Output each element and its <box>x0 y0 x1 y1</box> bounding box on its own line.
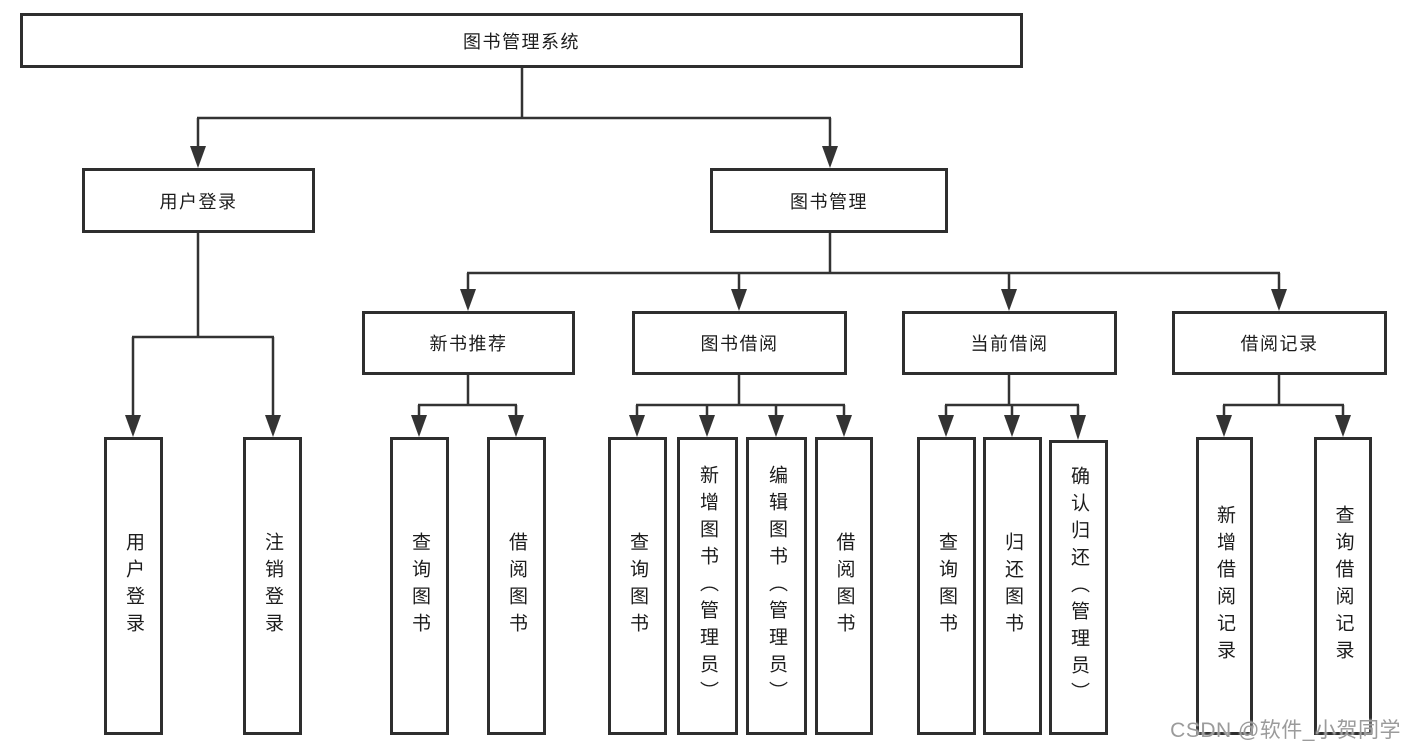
leaf-borrow-books-label: 借阅图书 <box>833 532 855 640</box>
node-new-book-recommend: 新书推荐 <box>362 311 575 375</box>
leaf-add-borrow-record-label: 新增借阅记录 <box>1214 505 1235 667</box>
leaf-borrow-query-books: 查询图书 <box>608 437 667 735</box>
node-user-login: 用户登录 <box>82 168 315 233</box>
leaf-newbook-borrow-books-label: 借阅图书 <box>506 532 527 640</box>
leaf-add-books-admin: 新增图书（管理员） <box>677 437 738 735</box>
leaf-logout: 注销登录 <box>243 437 302 735</box>
node-book-management: 图书管理 <box>710 168 948 233</box>
leaf-add-books-admin-label: 新增图书（管理员） <box>697 464 718 708</box>
leaf-user-login-label: 用户登录 <box>123 532 144 640</box>
leaf-query-borrow-record-label: 查询借阅记录 <box>1332 505 1354 667</box>
leaf-edit-books-admin-label: 编辑图书（管理员） <box>766 464 787 708</box>
leaf-current-query-books-label: 查询图书 <box>936 532 957 640</box>
leaf-user-login: 用户登录 <box>104 437 163 735</box>
node-borrow-records: 借阅记录 <box>1172 311 1387 375</box>
node-current-borrow: 当前借阅 <box>902 311 1117 375</box>
leaf-return-books-label: 归还图书 <box>1002 532 1023 640</box>
leaf-current-query-books: 查询图书 <box>917 437 976 735</box>
leaf-borrow-query-books-label: 查询图书 <box>627 532 648 640</box>
csdn-watermark: CSDN @软件_小贺同学 <box>1170 719 1401 742</box>
node-book-borrow: 图书借阅 <box>632 311 847 375</box>
leaf-logout-label: 注销登录 <box>262 532 283 640</box>
leaf-return-books: 归还图书 <box>983 437 1042 735</box>
leaf-query-borrow-record: 查询借阅记录 <box>1314 437 1372 735</box>
node-root-library-management-system: 图书管理系统 <box>20 13 1023 68</box>
leaf-confirm-return-admin: 确认归还（管理员） <box>1049 440 1108 735</box>
leaf-newbook-query-books: 查询图书 <box>390 437 449 735</box>
leaf-confirm-return-admin-label: 确认归还（管理员） <box>1068 466 1089 709</box>
leaf-newbook-query-books-label: 查询图书 <box>409 532 430 640</box>
leaf-borrow-books: 借阅图书 <box>815 437 873 735</box>
leaf-newbook-borrow-books: 借阅图书 <box>487 437 546 735</box>
leaf-edit-books-admin: 编辑图书（管理员） <box>746 437 807 735</box>
leaf-add-borrow-record: 新增借阅记录 <box>1196 437 1253 735</box>
